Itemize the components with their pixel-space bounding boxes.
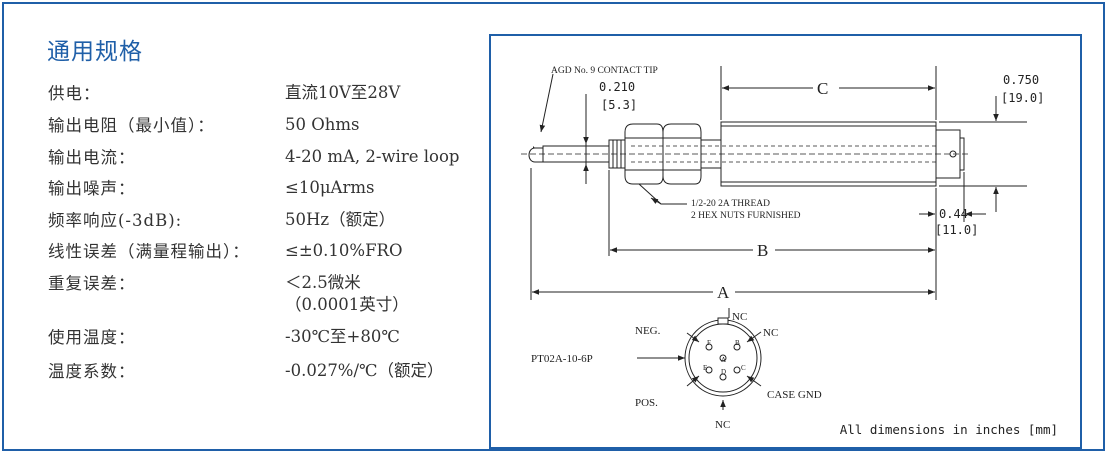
nc-top-label: NC: [732, 311, 747, 323]
spec-value: -30℃至+80℃: [285, 327, 400, 346]
pin-d: [719, 373, 727, 381]
spec-label: 供电：: [48, 84, 101, 103]
spec-value: 50 Ohms: [285, 115, 360, 134]
pin-f: [705, 343, 713, 351]
pin-label-a: A: [721, 356, 726, 364]
dim-c-label: C: [817, 79, 828, 98]
conn-dim-in: 0.44: [939, 207, 968, 221]
spec-value-secondary: （0.0001英寸）: [285, 295, 409, 314]
thread-label-1: 1/2-20 2A THREAD: [691, 199, 770, 209]
spec-value: -0.027%/℃（额定）: [285, 361, 444, 380]
hex-nut-2: [662, 123, 702, 185]
spec-value: 50Hz（额定）: [285, 210, 396, 229]
contact-tip-shape: [528, 147, 544, 163]
contact-tip-label: AGD No. 9 CONTACT TIP: [551, 66, 658, 76]
pin-label-f: F: [707, 339, 711, 347]
dimensions-footnote: All dimensions in inches [mm]: [839, 422, 1058, 437]
pin-b: [733, 343, 741, 351]
spec-label: 使用温度：: [48, 328, 136, 347]
spec-label: 输出噪声：: [48, 179, 136, 198]
pin-a: [719, 354, 727, 362]
spec-value: 4-20 mA, 2-wire loop: [285, 147, 460, 166]
case-gnd-label: CASE GND: [767, 389, 822, 401]
neg-label: NEG.: [635, 325, 661, 337]
spec-value: ＜2.5微米: [285, 273, 361, 292]
dim-b-label: B: [757, 241, 768, 260]
nc-bottom-label: NC: [715, 419, 730, 431]
spec-label: 线性误差（满量程输出）：: [48, 242, 250, 261]
pin-c: [733, 366, 741, 374]
pin-label-e: E: [703, 364, 707, 372]
drawing-svg: AGD No. 9 CONTACT TIP 0.210 [5.3] C 0.75…: [521, 66, 1044, 431]
tip-dim-in: 0.210: [599, 80, 635, 94]
connector-part-label: PT02A-10-6P: [531, 353, 593, 365]
dia-mm-label: [19.0]: [1001, 91, 1044, 105]
spec-label: 输出电阻（最小值）：: [48, 116, 215, 135]
spec-value: ≤±0.10%FRO: [285, 241, 403, 260]
spec-value: ≤10μArms: [285, 178, 375, 197]
pin-label-c: C: [741, 364, 746, 372]
section-title: 通用规格: [47, 39, 143, 65]
pin-label-d: D: [721, 368, 726, 376]
dia-in-label: 0.750: [1003, 73, 1039, 87]
pin-e: [705, 366, 713, 374]
spec-label: 频率响应(-3dB):: [48, 211, 183, 230]
spec-label: 温度系数：: [48, 362, 136, 381]
nc-right-label: NC: [763, 327, 778, 339]
dimension-drawing: AGD No. 9 CONTACT TIP 0.210 [5.3] C 0.75…: [489, 34, 1082, 449]
pos-label: POS.: [635, 397, 658, 409]
spec-label: 输出电流：: [48, 148, 136, 167]
thread-label-2: 2 HEX NUTS FURNISHED: [691, 211, 801, 221]
tip-dim-mm: [5.3]: [601, 98, 637, 112]
spec-label: 重复误差：: [48, 274, 136, 293]
pin-label-b: B: [735, 339, 740, 347]
conn-dim-mm: [11.0]: [935, 223, 978, 237]
dim-a-label: A: [717, 283, 730, 302]
spec-value: 直流10V至28V: [285, 83, 401, 102]
